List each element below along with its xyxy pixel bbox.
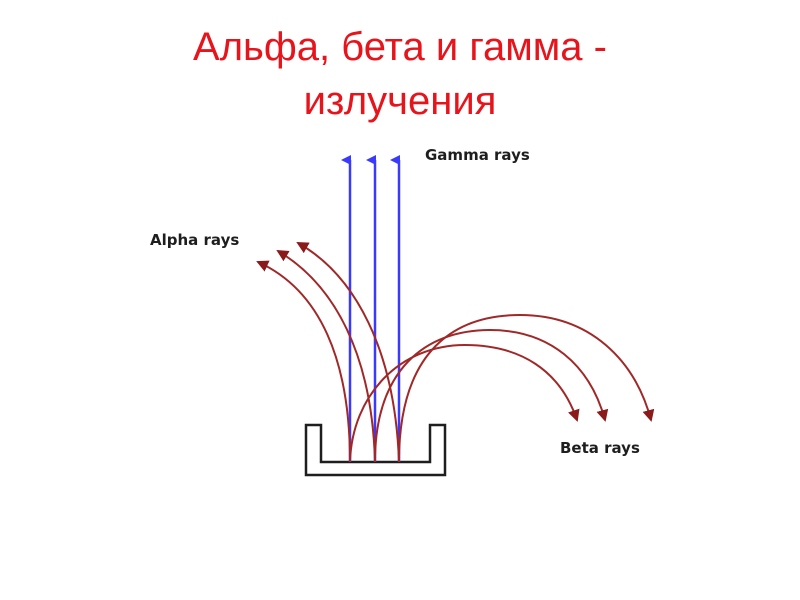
slide-title-line-2: излучения bbox=[303, 79, 497, 123]
beta-ray bbox=[349, 343, 580, 463]
slide-title: Альфа, бета и гамма - излучения bbox=[0, 20, 800, 128]
alpha-ray bbox=[296, 242, 400, 463]
gamma-rays-label: Gamma rays bbox=[425, 146, 530, 164]
beta-ray bbox=[374, 328, 609, 463]
beta-rays-label: Beta rays bbox=[560, 439, 640, 457]
alpha-rays-label: Alpha rays bbox=[150, 231, 239, 249]
alpha-ray bbox=[276, 249, 376, 463]
beta-ray bbox=[398, 313, 655, 463]
slide-title-line-1: Альфа, бета и гамма - bbox=[193, 25, 607, 69]
source-container bbox=[304, 423, 447, 477]
alpha-ray bbox=[256, 260, 351, 463]
